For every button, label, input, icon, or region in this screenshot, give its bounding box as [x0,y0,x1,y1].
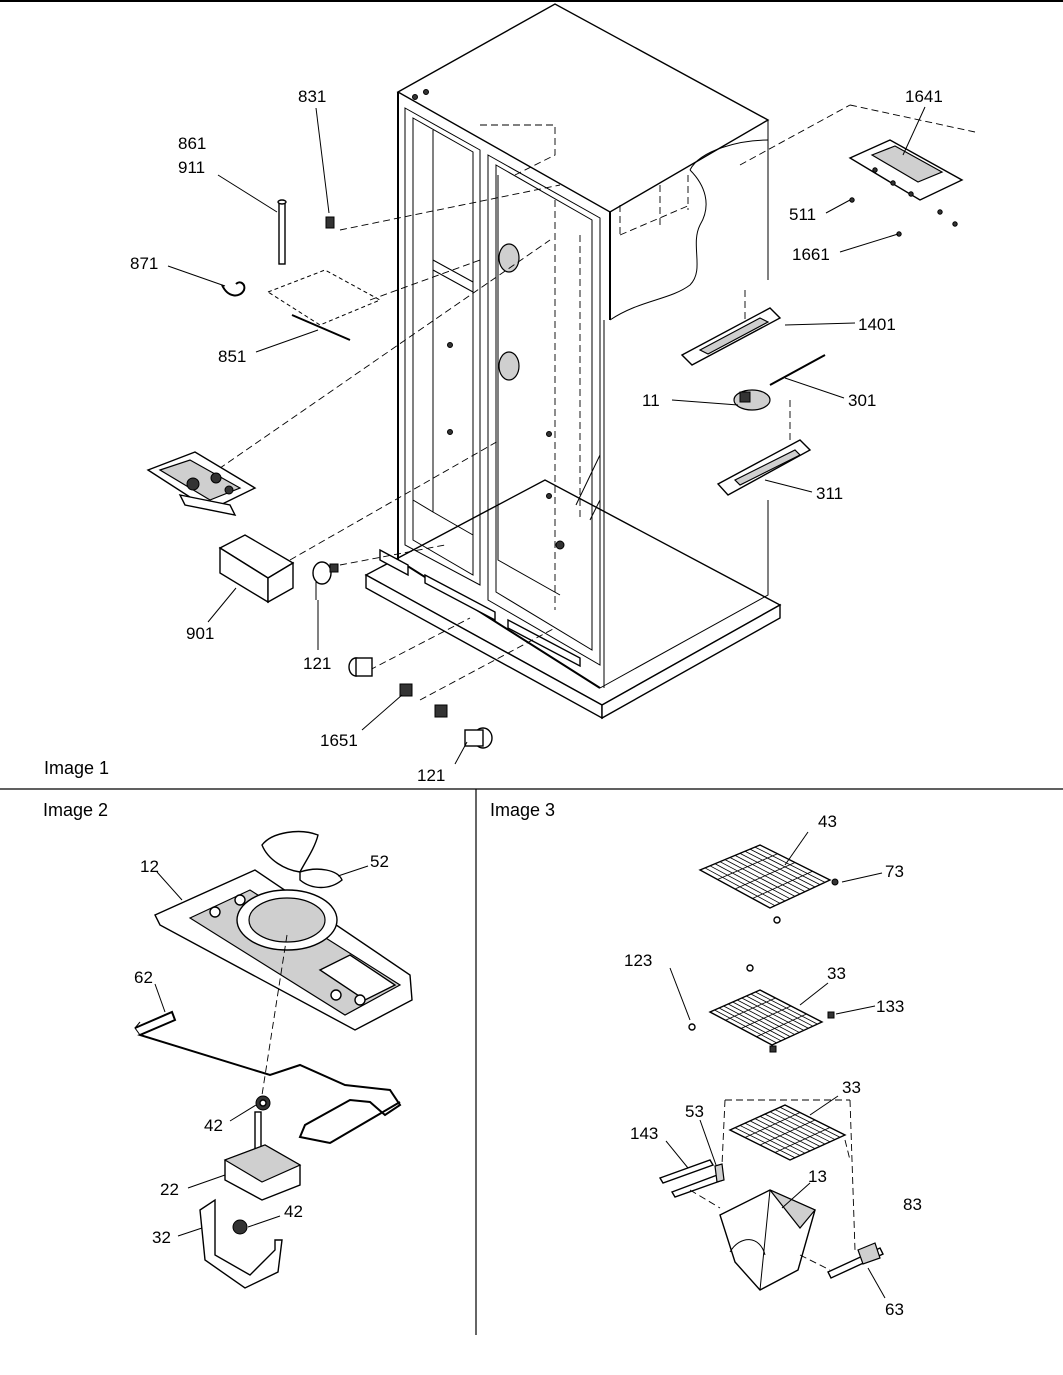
callout-301: 301 [848,391,876,410]
grommet-42-upper [255,1095,271,1111]
callout-511: 511 [789,205,816,224]
fan-blade-52 [261,830,343,889]
part-121-bulb-upper [312,561,339,600]
callout-1641: 1641 [905,87,943,106]
callout-1661: 1661 [792,245,830,264]
callout-12: 12 [140,857,159,876]
callout-851: 851 [218,347,246,366]
part-1651-sockets [348,657,448,718]
fan-motor-22 [223,1111,302,1201]
part-1401-channel [680,307,782,366]
panel-title-image1: Image 1 [44,758,109,778]
panel-title-image3: Image 3 [490,800,555,820]
callout-63: 63 [885,1300,904,1319]
callout-52: 52 [370,852,389,871]
image2-callouts: 12 52 62 42 22 42 32 [134,852,389,1247]
callout-33-lower: 33 [842,1078,861,1097]
shelf-43 [698,844,839,924]
callout-901: 901 [186,624,214,643]
callout-861: 861 [178,134,206,153]
part-831-bracket [325,216,335,229]
callout-43: 43 [818,812,837,831]
image1-callouts: 831 861 911 871 851 901 121 1651 121 164… [130,87,943,785]
callout-133: 133 [876,997,904,1016]
part-851-sheet [266,269,382,341]
callout-911: 911 [178,158,205,177]
callout-121-lower: 121 [417,766,445,785]
image1-assembly-lines [209,104,976,701]
callout-13: 13 [808,1167,827,1186]
bracket-32 [199,1198,283,1289]
callout-33-upper: 33 [827,964,846,983]
callout-1651: 1651 [320,731,358,750]
panel-title-image2: Image 2 [43,800,108,820]
rail-143 [658,1159,715,1184]
callout-121-upper: 121 [303,654,331,673]
callout-42-lower: 42 [284,1202,303,1221]
rail-53 [670,1163,725,1198]
part-311-channel [716,439,812,496]
gasket-62 [134,1010,402,1145]
callout-871: 871 [130,254,158,273]
callout-32: 32 [152,1228,171,1247]
grommet-42-lower [232,1219,248,1235]
fan-cover-assembly [146,451,257,516]
part-861-tube [277,199,287,265]
callout-1401: 1401 [858,315,896,334]
callout-42-upper: 42 [204,1116,223,1135]
rail-63 [827,1242,884,1279]
callout-123: 123 [624,951,652,970]
refrigerator-cabinet [364,3,782,720]
callout-62: 62 [134,968,153,987]
image3-leaders [665,831,886,1299]
part-901-cover [218,534,295,604]
callout-83: 83 [903,1195,922,1214]
callout-143: 143 [630,1124,658,1143]
part-11-motor [733,389,771,411]
callout-53: 53 [685,1102,704,1121]
callout-311: 311 [816,484,843,503]
image2-leaders [154,865,369,1237]
bin-13 [719,1189,816,1291]
fan-shroud-12 [154,869,413,1096]
callout-11: 11 [642,391,660,410]
image3-assembly-lines [689,1099,856,1271]
image3-callouts: 43 73 123 33 133 33 143 53 13 83 63 [624,812,922,1319]
part-301-rod [769,354,826,386]
callout-831: 831 [298,87,326,106]
callout-73: 73 [885,862,904,881]
callout-22: 22 [160,1180,179,1199]
shelf-33-upper [688,964,835,1053]
part-871-clip [221,281,246,297]
part-121-bulb-lower [464,727,493,749]
image1-leaders [167,106,926,765]
shelf-33-lower [728,1104,847,1161]
part-1641-bracket [848,139,964,237]
